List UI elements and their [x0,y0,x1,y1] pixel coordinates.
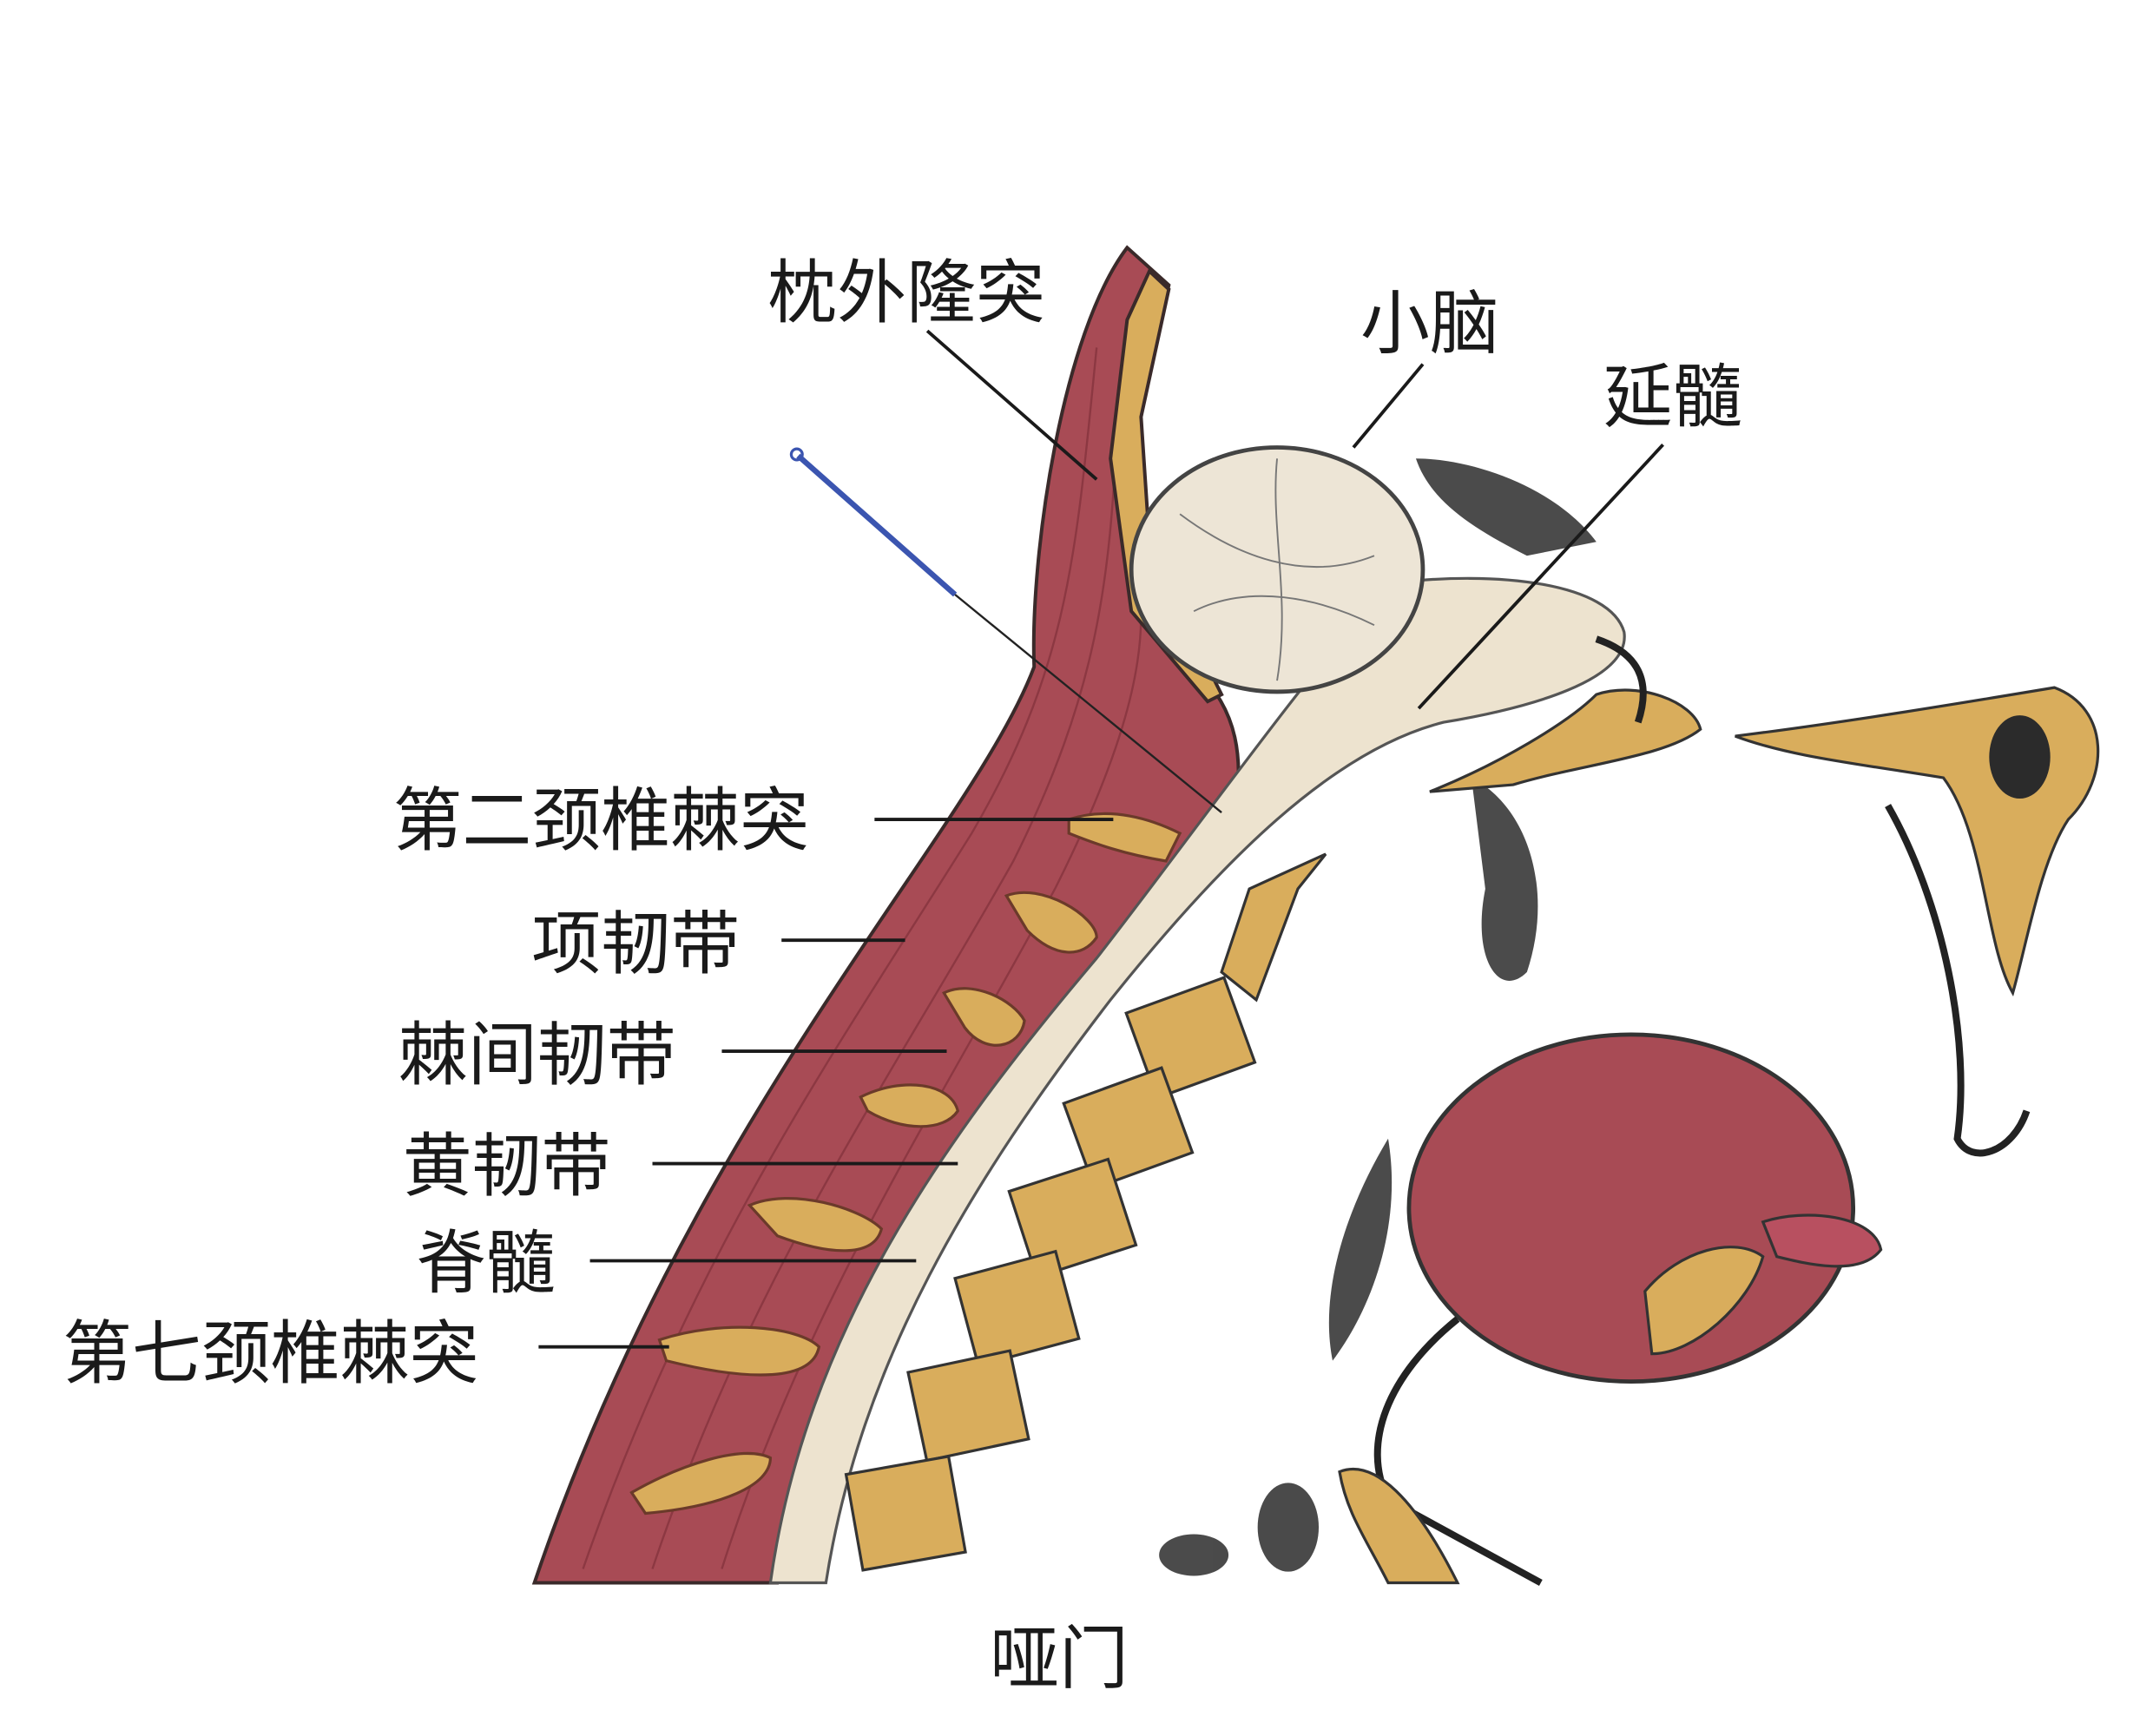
acupuncture-needle [796,453,958,597]
diagram-title: 哑门 [990,1619,1129,1700]
leader-medulla [1417,444,1664,710]
label-c2-spinous: 第二颈椎棘突 [393,780,810,861]
needle-path [954,594,1222,813]
label-c7-spinous: 第七颈椎棘突 [63,1313,479,1394]
soft-palate [1761,1213,1883,1268]
hyoid-bone [1643,1246,1765,1356]
needle-handle-icon [789,447,804,462]
cerebellum [1129,445,1425,694]
label-spinal-cord: 脊髓 [417,1223,556,1304]
spinal-cord [768,576,1626,1585]
tongue [1406,1032,1856,1384]
label-occipital-protuberance: 枕外隆突 [767,253,1045,333]
cerebellum-folia [1179,458,1375,681]
sinus [1989,715,2051,799]
leader-cerebellum [1352,363,1425,449]
label-interspinous-ligament: 棘间韧带 [398,1015,676,1095]
label-nuchal-ligament: 项韧带 [531,904,740,984]
label-medulla: 延髓 [1603,357,1742,437]
spinous-processes [629,812,1182,1516]
dark-tissues [1159,458,1597,1576]
skull-base [1429,688,1702,793]
label-cerebellum: 小脑 [1360,283,1499,364]
label-ligamentum-flavum: 黄韧带 [403,1126,611,1207]
vertebral-bodies [844,852,1327,1572]
mandible-bone [1338,1467,1460,1585]
leader-occipital [925,329,1098,481]
